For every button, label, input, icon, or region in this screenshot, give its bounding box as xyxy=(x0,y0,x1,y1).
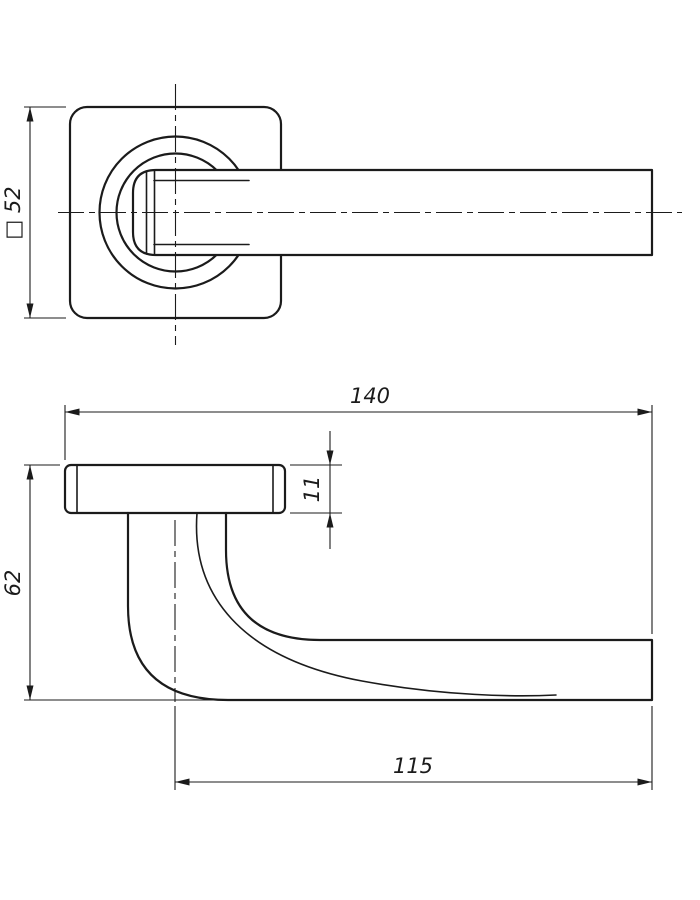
handle-surface-curve xyxy=(195,512,557,697)
dimension-label-62: 62 xyxy=(1,570,25,597)
dimension-label-11: 11 xyxy=(300,476,324,503)
top-view: □ 52 xyxy=(1,84,682,345)
extension-lines-140 xyxy=(64,405,653,634)
dimension-label-140: 140 xyxy=(350,384,390,408)
handle-contour xyxy=(126,511,654,702)
rosette-front-outline xyxy=(63,463,287,515)
dimension-label-square-52: □ 52 xyxy=(1,186,25,239)
extension-lines-115 xyxy=(174,706,653,790)
dimension-label-115: 115 xyxy=(393,754,433,778)
front-view: 140 11 62 115 xyxy=(1,384,654,790)
rosette-edge-lines xyxy=(76,465,274,513)
